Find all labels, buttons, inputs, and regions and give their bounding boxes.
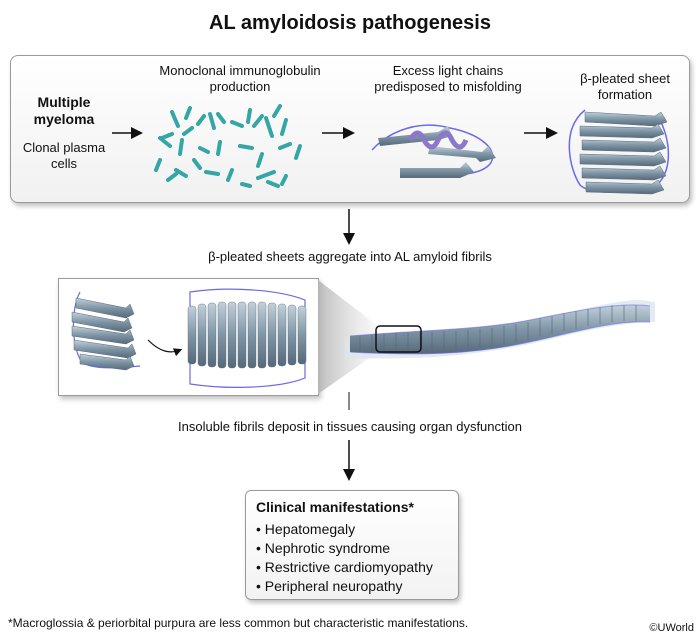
clinical-manifestations-box: Clinical manifestations* • Hepatomegaly … bbox=[245, 490, 459, 600]
immunoglobulin-cluster bbox=[154, 104, 302, 188]
copyright: ©UWorld bbox=[649, 622, 694, 634]
zoom-wedge bbox=[318, 280, 378, 394]
monoclonal-line1: Monoclonal immunoglobulin bbox=[159, 63, 321, 78]
list-item: • Peripheral neuropathy bbox=[256, 578, 403, 594]
inset-fibril-segment bbox=[187, 288, 307, 388]
list-item: • Restrictive cardiomyopathy bbox=[256, 559, 433, 575]
excess-light-chains-label: Excess light chains predisposed to misfo… bbox=[358, 63, 538, 95]
excess-line2: predisposed to misfolding bbox=[374, 79, 522, 94]
misfolded-light-chain bbox=[371, 124, 496, 178]
monoclonal-line2: production bbox=[209, 79, 271, 94]
clonal-plasma-line2: cells bbox=[50, 156, 77, 171]
multiple-myeloma-line1: Multiple bbox=[37, 94, 91, 110]
clonal-plasma-line1: Clonal plasma bbox=[22, 140, 106, 155]
fibril-zoom-marker bbox=[375, 325, 422, 353]
beta-sheet-formation-label: β-pleated sheet formation bbox=[565, 71, 685, 103]
clinical-manifestations-list: • Hepatomegaly • Nephrotic syndrome • Re… bbox=[256, 520, 433, 596]
aggregate-text: β-pleated sheets aggregate into AL amylo… bbox=[208, 249, 492, 264]
multiple-myeloma-label: Multiple myeloma bbox=[14, 94, 114, 128]
list-item: • Hepatomegaly bbox=[256, 521, 356, 537]
clinical-manifestations-title: Clinical manifestations* bbox=[256, 499, 414, 515]
list-item: • Nephrotic syndrome bbox=[256, 540, 391, 556]
deposit-text: Insoluble fibrils deposit in tissues cau… bbox=[178, 419, 522, 434]
beta-formation-line2: formation bbox=[597, 87, 653, 102]
excess-line1: Excess light chains bbox=[392, 63, 504, 78]
footnote: *Macroglossia & periorbital purpura are … bbox=[8, 616, 469, 630]
inset-arrow bbox=[147, 339, 183, 357]
page-title: AL amyloidosis pathogenesis bbox=[209, 12, 491, 34]
amyloid-fibril bbox=[345, 300, 655, 359]
beta-sheet-stack bbox=[568, 109, 670, 195]
clonal-plasma-cells-label: Clonal plasma cells bbox=[10, 140, 118, 172]
monoclonal-production-label: Monoclonal immunoglobulin production bbox=[140, 63, 340, 95]
inset-sheet-small bbox=[71, 291, 141, 371]
multiple-myeloma-line2: myeloma bbox=[33, 111, 95, 127]
beta-formation-line1: β-pleated sheet bbox=[580, 71, 670, 86]
